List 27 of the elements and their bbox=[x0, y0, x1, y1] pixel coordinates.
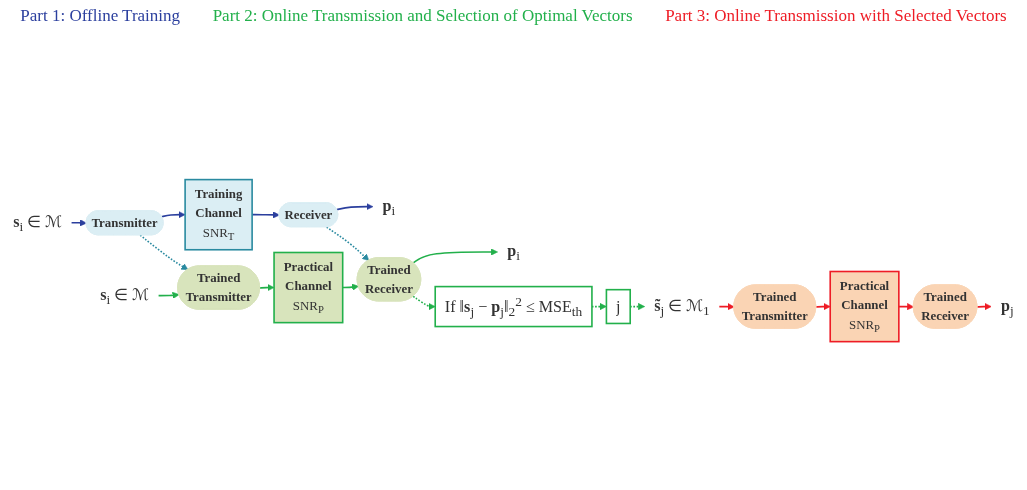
arrow bbox=[325, 226, 370, 262]
part-label: Part 1: Offline Training bbox=[20, 6, 181, 26]
node-text: s$_{i}$ ∈ ℳ bbox=[13, 212, 62, 235]
arrow bbox=[259, 284, 275, 292]
node-text: p$_{i}$ bbox=[382, 196, 396, 219]
node-text: p$_{i}$ bbox=[507, 241, 520, 264]
part-label: Part 3: Online Transmission with Selected Vectors bbox=[665, 6, 1007, 26]
arrow bbox=[898, 303, 915, 311]
node-text: p$_{j}$ bbox=[1001, 296, 1014, 319]
arrow bbox=[70, 219, 87, 227]
arrow bbox=[412, 296, 436, 311]
arrow bbox=[815, 303, 831, 311]
node-box: If ‖s$_{j}$ − p$_{j}$‖$_{2}$$^{2}$ ≤ MSE$_{th}$ bbox=[434, 286, 593, 328]
node-box: Training Channel SNR$_{T}$ bbox=[184, 179, 253, 251]
node-box: Practical Channel SNR$_{P}$ bbox=[829, 271, 900, 343]
arrow bbox=[157, 292, 180, 300]
arrow bbox=[976, 303, 992, 311]
node-text: s$_{i}$ ∈ ℳ bbox=[100, 285, 149, 308]
arrow bbox=[412, 248, 498, 265]
node-box: Practical Channel SNR$_{P}$ bbox=[273, 252, 344, 324]
arrow bbox=[336, 203, 374, 211]
arrow bbox=[718, 303, 735, 311]
node-text: s̃$_{j}$ ∈ ℳ$_{1}$ bbox=[654, 296, 710, 319]
node-box: j bbox=[605, 289, 631, 325]
part-label: Part 2: Online Transmission and Selection of Optimal Vectors bbox=[212, 6, 633, 26]
arrow bbox=[160, 211, 186, 219]
arrow bbox=[139, 234, 189, 271]
